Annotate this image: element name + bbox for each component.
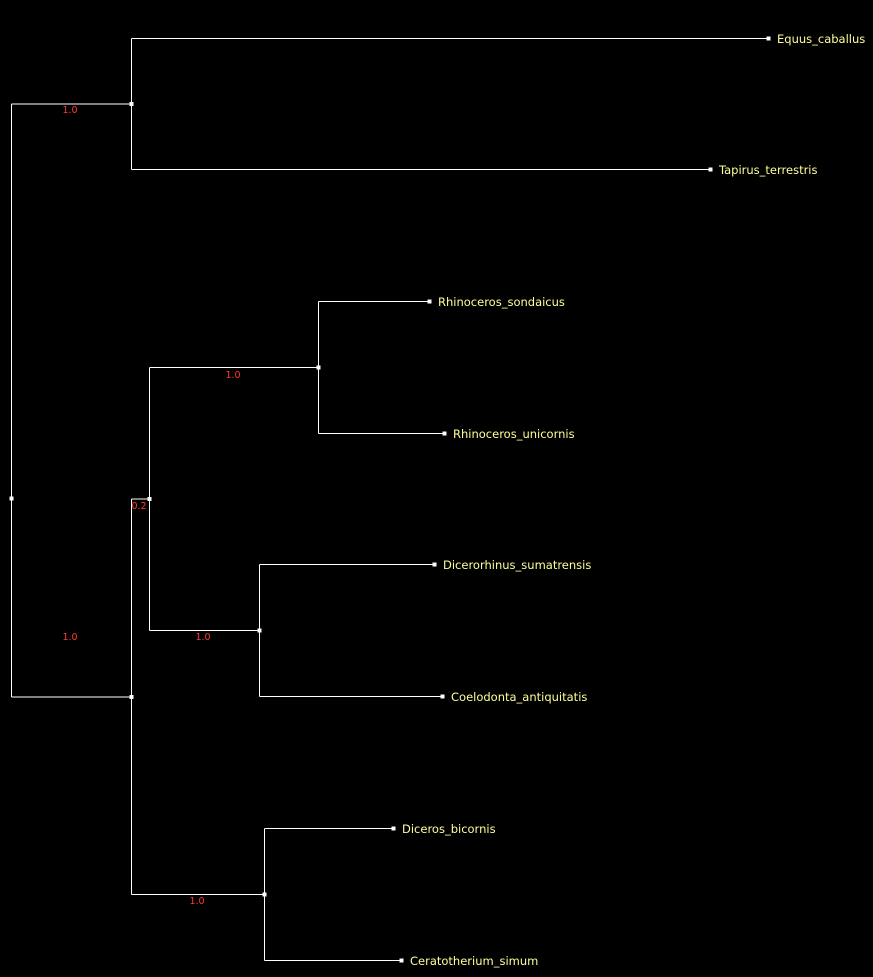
internal-node-asian_clade[interactable] xyxy=(147,497,152,501)
support-label-rhinoceros_genus: 1.0 xyxy=(225,370,240,381)
tip-node-tapirus[interactable] xyxy=(708,167,713,172)
support-label-perissodactyla_split: 1.0 xyxy=(62,105,77,116)
internal-node-african[interactable] xyxy=(262,892,267,897)
internal-node-rhinoceros[interactable] xyxy=(316,365,321,370)
internal-node-dicero_coelo[interactable] xyxy=(257,628,262,633)
tip-label-rh_sondaicus[interactable]: Rhinoceros_sondaicus xyxy=(438,295,565,309)
internal-node-root[interactable] xyxy=(9,496,14,501)
tip-node-rh_sondaicus[interactable] xyxy=(427,299,432,304)
support-label-odd_toed_pair: 1.0 xyxy=(62,632,77,643)
tip-node-ceratotherium[interactable] xyxy=(399,958,404,963)
tip-label-ceratotherium[interactable]: Ceratotherium_simum xyxy=(410,954,538,968)
internal-node-perissodactyla_split[interactable] xyxy=(129,102,134,106)
tip-label-dicerorhinus[interactable]: Dicerorhinus_sumatrensis xyxy=(443,558,591,572)
tip-label-coelodonta[interactable]: Coelodonta_antiquitatis xyxy=(451,690,587,704)
node-markers xyxy=(9,36,771,963)
tip-label-equus[interactable]: Equus_caballus xyxy=(777,32,865,46)
support-label-african_rhinos: 1.0 xyxy=(189,896,204,907)
support-label-asian_african_split: 0.2 xyxy=(131,501,146,512)
tip-label-tapirus[interactable]: Tapirus_terrestris xyxy=(718,163,818,177)
tip-label-rh_unicornis[interactable]: Rhinoceros_unicornis xyxy=(453,427,575,441)
tip-node-coelodonta[interactable] xyxy=(440,694,445,699)
tip-labels: Equus_caballusTapirus_terrestrisRhinocer… xyxy=(402,32,865,968)
support-labels: 1.0 1.0 0.2 1.0 1.0 1.0 xyxy=(62,105,240,907)
internal-node-rhino_root[interactable] xyxy=(129,694,134,699)
support-label-dicerorhinus_coelodonta: 1.0 xyxy=(195,632,210,643)
tip-label-diceros[interactable]: Diceros_bicornis xyxy=(402,822,496,836)
tip-node-rh_unicornis[interactable] xyxy=(442,431,447,436)
tip-node-equus[interactable] xyxy=(766,36,771,41)
tip-node-dicerorhinus[interactable] xyxy=(432,562,437,567)
tip-node-diceros[interactable] xyxy=(391,826,396,831)
